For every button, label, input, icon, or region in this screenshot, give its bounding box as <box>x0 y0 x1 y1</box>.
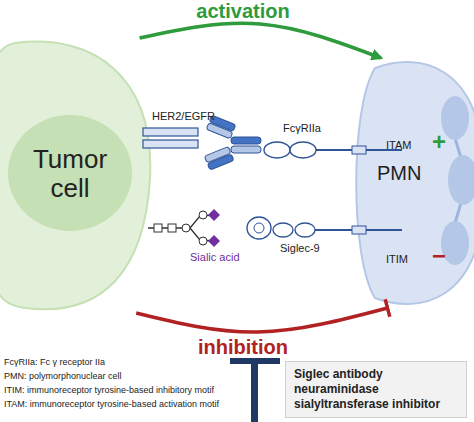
node-text: Siglec antibody neuraminidase sialyltran… <box>294 367 458 412</box>
ig-domain <box>290 142 316 158</box>
node-text: Tumor cell <box>20 145 120 202</box>
t-bar <box>230 358 280 364</box>
sugar-square <box>168 224 176 232</box>
sialylated-glycan <box>148 209 220 247</box>
cell-membrane <box>0 42 150 310</box>
inhibition-sign: − <box>432 244 446 268</box>
abbreviation-note: PMN: polymorphonuclear cell <box>4 372 122 381</box>
abbreviation-note: FcγRIIa: Fc γ receptor IIa <box>4 358 105 367</box>
edge-label: inhibition <box>198 336 288 358</box>
sugar-circle <box>182 224 190 232</box>
antibody <box>204 115 261 170</box>
fab-arm <box>204 147 234 171</box>
motif-label: ITAM <box>386 140 411 151</box>
receptor-label: FcγRIIa <box>283 123 321 134</box>
node-text: PMN <box>377 162 447 184</box>
sialic-acid-diamond <box>208 209 220 221</box>
inhibitor-box: Siglec antibody neuraminidase sialyltran… <box>285 361 467 418</box>
receptor-bar <box>143 140 198 148</box>
activation-arrow <box>140 23 381 58</box>
antibody-chain <box>207 154 234 170</box>
pmn-cell: PMN <box>355 58 474 308</box>
tumor-cell: Tumor cell <box>0 38 153 313</box>
t-stem <box>251 358 258 422</box>
inhibitor-symbol <box>230 358 280 422</box>
her2-egfr-receptor <box>143 128 198 148</box>
receptor-bar <box>143 128 198 136</box>
ig-domain <box>295 223 315 237</box>
glycan-label: Sialic acid <box>190 252 240 263</box>
cell-membrane <box>356 62 474 304</box>
v-set-domain <box>247 217 271 239</box>
sugar-circle <box>199 211 207 219</box>
binding-site <box>254 223 264 233</box>
sialic-acid-diamond <box>208 235 220 247</box>
inhibition-arrow <box>136 308 387 332</box>
motif-label: ITIM <box>386 254 408 265</box>
antibody-chain <box>206 123 233 139</box>
sugar-circle <box>199 237 207 245</box>
glycan-chain <box>148 227 190 228</box>
ig-domain <box>264 142 290 158</box>
sugar-square <box>154 224 162 232</box>
glycan-branch <box>190 215 214 241</box>
activation-sign: + <box>432 130 446 154</box>
antibody-chain <box>204 147 231 163</box>
ig-domain <box>273 223 293 237</box>
fc-chain <box>231 137 261 144</box>
edge-label: activation <box>196 0 289 22</box>
receptor-label: HER2/EGFR <box>152 111 215 122</box>
receptor-label: Siglec-9 <box>280 243 320 254</box>
abbreviation-note: ITIM: immunoreceptor tyrosine-based inhi… <box>4 386 214 395</box>
fc-chain <box>231 146 261 153</box>
cell-nucleus <box>8 115 132 231</box>
nucleus-lobe <box>448 155 474 205</box>
abbreviation-note: ITAM: immunoreceptor tyrosine-based acti… <box>4 400 219 409</box>
